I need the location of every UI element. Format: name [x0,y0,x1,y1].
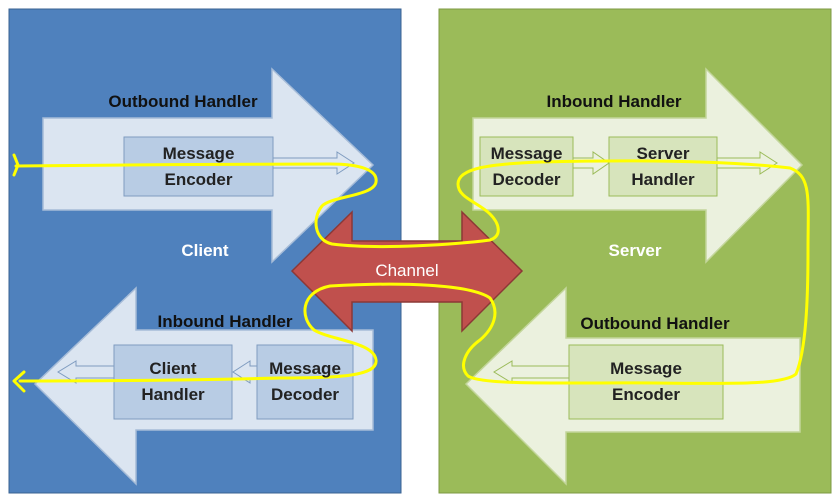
client-handler-label-line2: Handler [141,385,205,404]
client-handler-label: Client Handler [114,356,232,408]
server-handler-label: Server Handler [609,141,717,193]
server-inbound-title: Inbound Handler [546,92,682,111]
client-inbound-title: Inbound Handler [157,312,293,331]
client-inbound-flow-arrow-2 [57,360,115,384]
server-encoder-label: Message Encoder [569,356,723,408]
server-handler-label-line2: Handler [631,170,695,189]
client-label: Client [181,241,229,260]
client-decoder-label-line1: Message [269,359,341,378]
client-decoder-label: Message Decoder [257,356,353,408]
client-message-decoder-box [256,344,354,420]
server-label: Server [608,241,662,260]
server-encoder-label-line2: Encoder [611,385,681,404]
message-flow-line [12,153,810,393]
server-encoder-label-line1: Message [610,359,682,378]
client-handler-label-line1: Client [149,359,197,378]
server-decoder-label: Message Decoder [480,141,573,193]
client-decoder-label-line2: Decoder [270,385,340,404]
server-handler-label-line1: Server [636,144,690,163]
channel-label: Channel [375,261,439,280]
server-handler-box [608,136,718,197]
server-decoder-label-line2: Decoder [492,170,561,189]
client-encoder-label-line1: Message [162,144,235,163]
client-outbound-title: Outbound Handler [108,92,258,111]
client-encoder-label-line2: Encoder [164,170,233,189]
server-outbound-flow-arrow [493,360,570,384]
server-decoder-label-line1: Message [490,144,563,163]
server-inbound-flow-arrow-1 [572,151,610,175]
client-encoder-label: Message Encoder [124,141,273,193]
server-outbound-title: Outbound Handler [580,314,730,333]
